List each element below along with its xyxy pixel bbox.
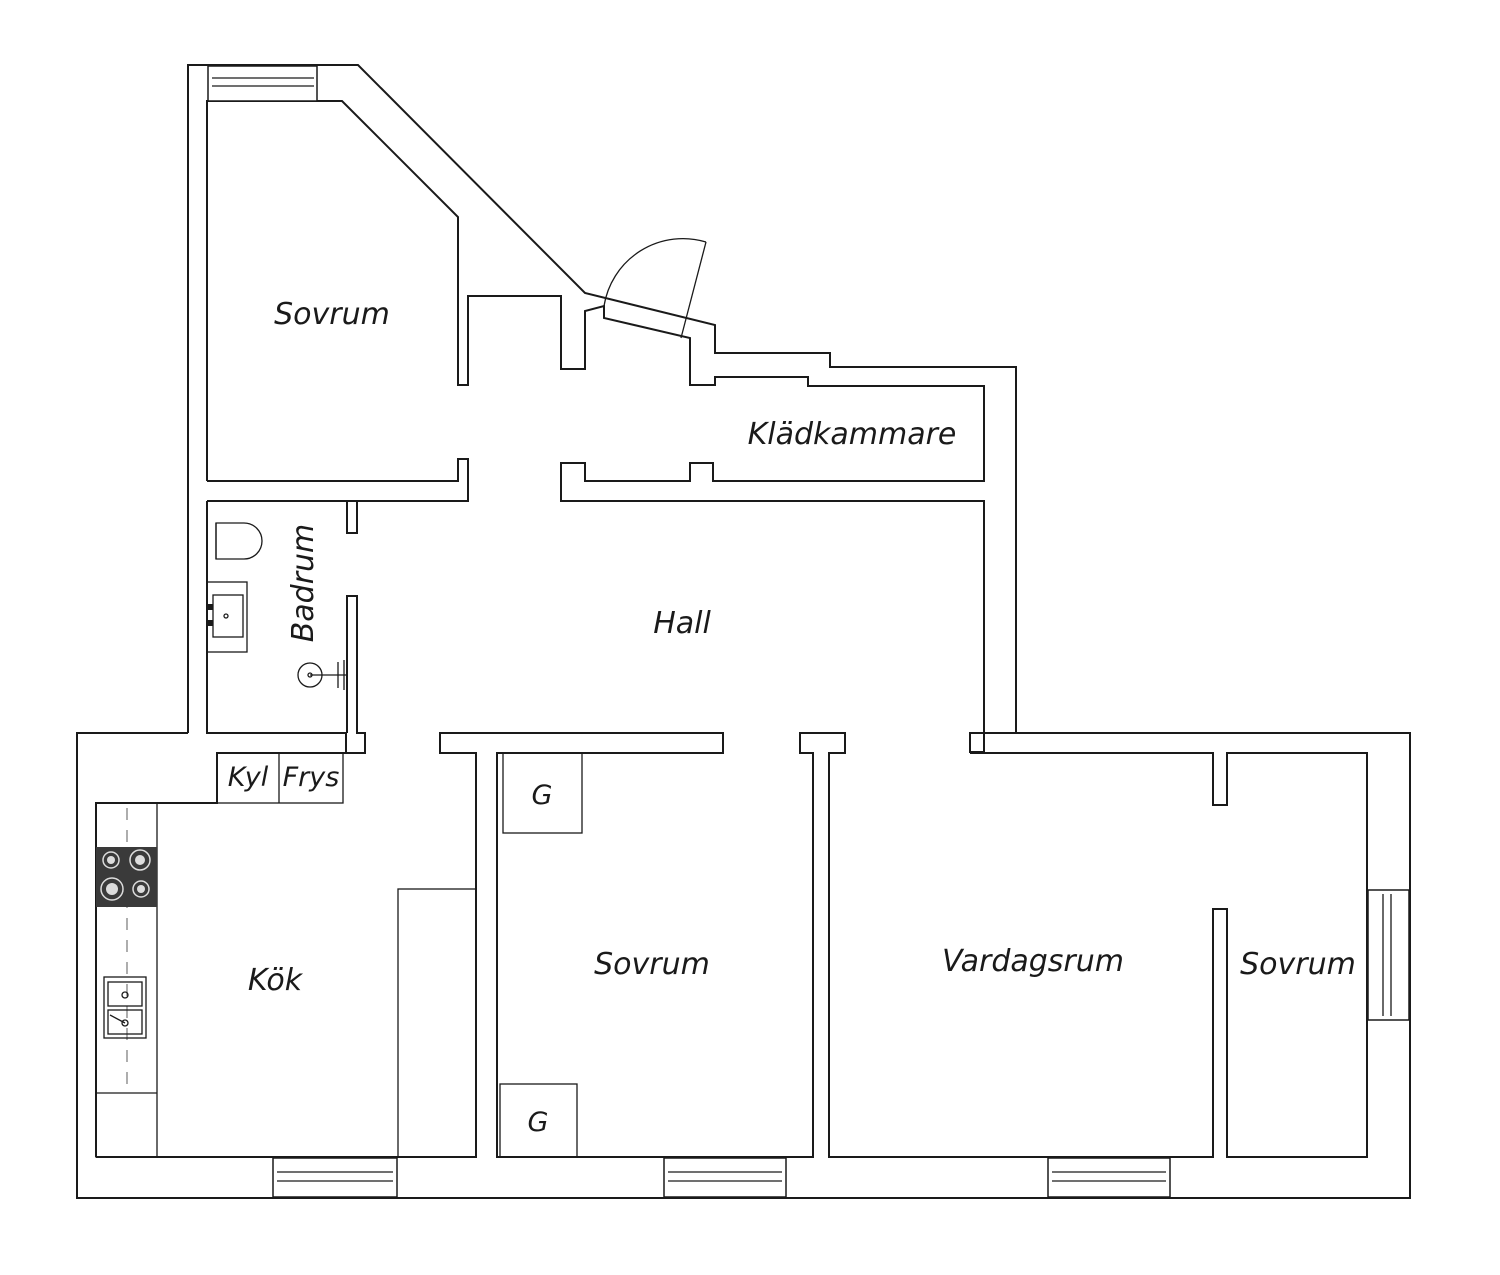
kitchen-cabinet — [397, 888, 477, 1158]
label-badrum: Badrum — [286, 524, 321, 643]
toilet-icon — [215, 522, 263, 560]
label-wardrobe-bottom: G — [528, 1107, 549, 1138]
window-living-room — [1047, 1157, 1171, 1198]
window-bedroom-right — [1367, 889, 1410, 1021]
bathroom-fixtures — [206, 522, 347, 690]
wardrobe-top — [502, 752, 583, 834]
label-sovrum-right: Sovrum — [1240, 947, 1356, 982]
label-kladkammare: Klädkammare — [748, 417, 957, 452]
wardrobes — [499, 752, 583, 1158]
label-sovrum-middle: Sovrum — [594, 947, 710, 982]
window-bedroom-middle — [663, 1157, 787, 1198]
shower-icon — [297, 660, 347, 690]
windows — [207, 65, 1410, 1198]
window-top-left — [207, 65, 318, 102]
stove-icon — [96, 847, 157, 907]
wardrobe-bottom — [499, 1083, 578, 1158]
label-hall: Hall — [653, 606, 711, 641]
label-wardrobe-top: G — [532, 780, 553, 811]
room-labels: Sovrum Klädkammare Badrum Hall Kök Sovru… — [228, 297, 1356, 1138]
label-sovrum-top: Sovrum — [274, 297, 390, 332]
kitchen-counter — [95, 802, 158, 1158]
fridge-freezer — [216, 752, 344, 804]
label-vardagsrum: Vardagsrum — [942, 944, 1124, 979]
kitchen-fixtures — [95, 752, 477, 1158]
label-frys: Frys — [283, 762, 340, 793]
entrance-door — [603, 237, 707, 339]
label-kok: Kök — [248, 963, 304, 998]
outer-walls — [76, 64, 1411, 1199]
label-kyl: Kyl — [228, 762, 269, 793]
window-kitchen — [272, 1157, 398, 1198]
washbasin-icon — [206, 581, 248, 653]
kitchen-sink-icon — [103, 976, 147, 1039]
